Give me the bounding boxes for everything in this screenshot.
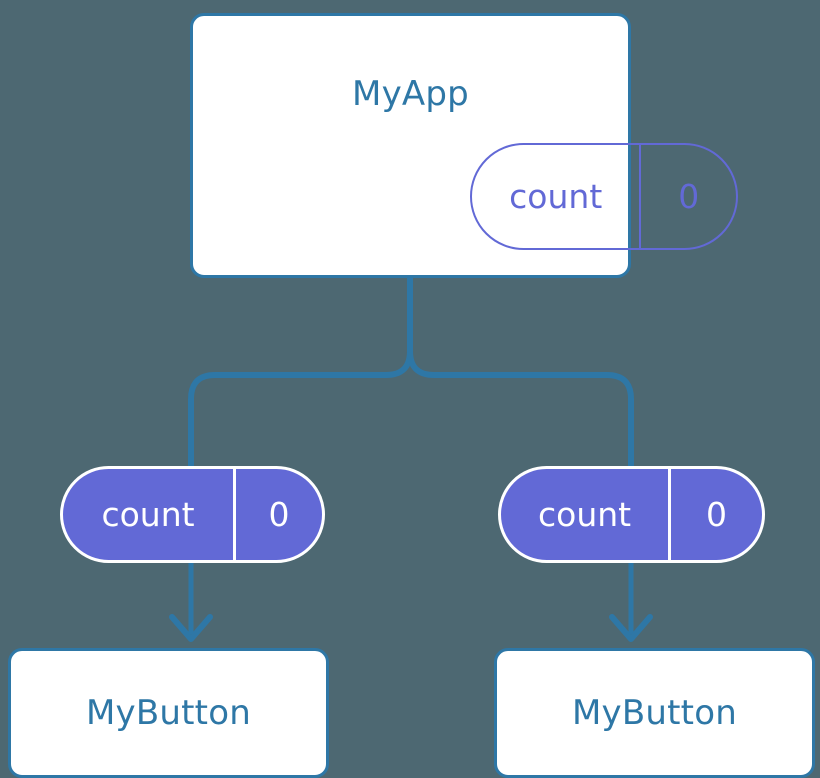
state-key-myapp: count [472, 145, 642, 248]
state-pill-child-right[interactable]: count 0 [498, 466, 765, 563]
state-pill-myapp[interactable]: count 0 [470, 143, 738, 250]
branch-connector-left [188, 350, 413, 466]
component-box-myapp[interactable]: MyApp count 0 [190, 13, 738, 278]
component-box-mybutton-right[interactable]: MyButton [494, 648, 815, 778]
state-key-child-right: count [501, 469, 672, 560]
arrow-head-right-icon [609, 614, 653, 642]
state-pill-child-left[interactable]: count 0 [60, 466, 325, 563]
arrow-head-left-icon [169, 614, 213, 642]
component-box-mybutton-left[interactable]: MyButton [8, 648, 329, 778]
component-title-mybutton-left: MyButton [86, 693, 251, 733]
state-value-child-left: 0 [268, 495, 290, 534]
branch-connector-right [407, 350, 634, 466]
component-title-myapp: MyApp [352, 74, 469, 114]
component-title-mybutton-right: MyButton [572, 693, 737, 733]
state-value-child-right: 0 [706, 495, 728, 534]
state-key-child-left: count [63, 469, 237, 560]
state-value-myapp: 0 [678, 177, 700, 216]
